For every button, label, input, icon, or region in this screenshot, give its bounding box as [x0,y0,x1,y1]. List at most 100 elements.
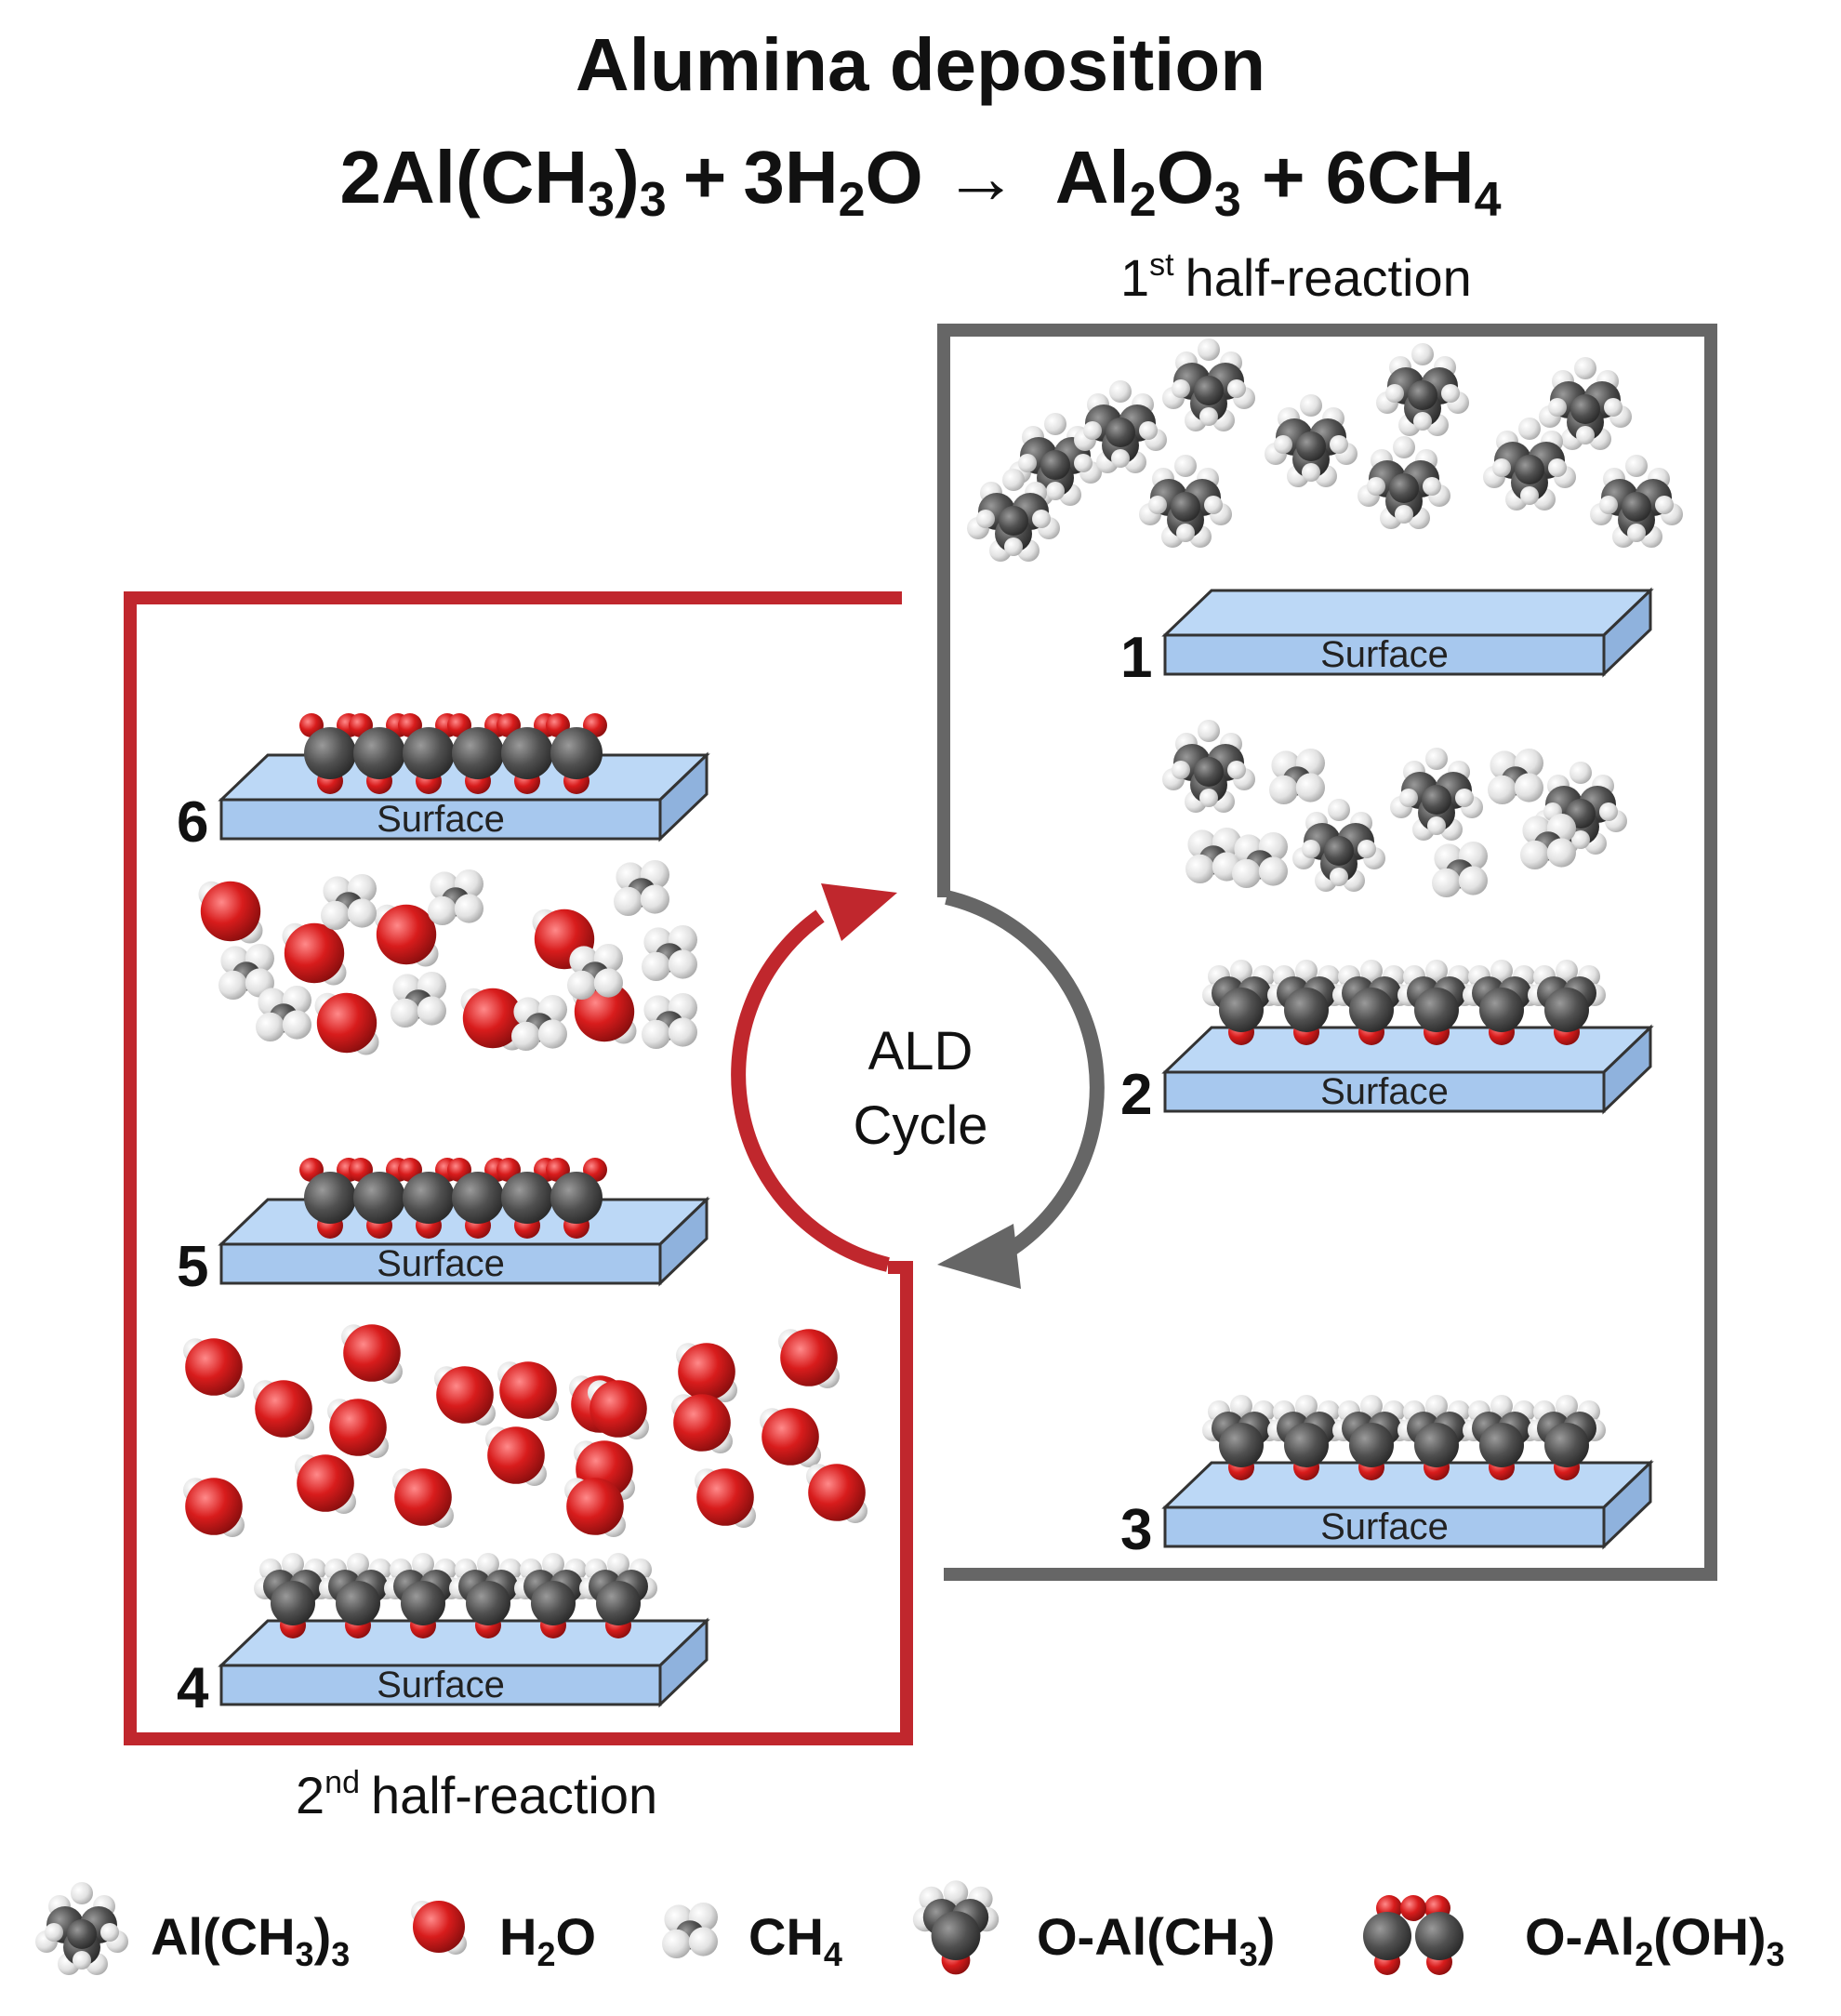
tma-molecule-icon [1162,338,1255,431]
surface-3: Surface [1161,1459,1654,1550]
methane-molecule-icon [256,986,311,1041]
surface-label: Surface [1320,634,1449,675]
cycle-arrowhead-gray [937,1224,1021,1289]
tma-molecule-icon [967,469,1060,562]
tma-molecule-icon [1358,436,1450,529]
step-number-3: 3 [1120,1498,1152,1562]
water-molecule-icon [282,922,347,986]
cycle-arrowhead-red [821,883,897,941]
methane-molecule-icon [511,995,567,1051]
water-molecule-icon [183,1478,245,1537]
surface-label: Surface [377,1243,505,1284]
methane-molecule-icon [614,860,669,916]
legend-icons [35,1880,1464,1975]
water-molecule-icon [314,992,379,1055]
methane-molecule-icon [567,944,623,1000]
surface-label: Surface [377,1665,505,1705]
o-al-ch3-icon [579,1553,657,1638]
step-number-1: 1 [1120,626,1152,690]
tma-molecule-icon [1265,394,1358,487]
diagram-title: Alumina deposition [576,23,1265,106]
o-al-ch3-icon [1463,1395,1541,1480]
tma-molecule-icon [1376,343,1469,436]
water-molecule-icon [671,1394,733,1453]
tma-molecule-icon [1162,720,1255,813]
water-molecule-icon [411,1901,467,1955]
cycle-label-line2: Cycle [853,1095,987,1156]
cycle-label-line1: ALD [868,1021,973,1081]
molecule-layer [183,338,1683,1638]
o-al2-oh3-icon [1363,1895,1464,1975]
methane-molecule-icon [642,993,697,1049]
methane-molecule-icon [642,925,697,981]
methane-molecule-icon [1269,749,1325,804]
step-number-6: 6 [177,790,208,855]
water-molecule-icon [392,1468,454,1528]
legend-label-water: H2O [499,1907,596,1973]
water-molecule-icon [806,1464,868,1523]
methane-molecule-icon [428,869,483,925]
step-number-5: 5 [177,1235,208,1299]
o-al2-oh3-unit [299,1158,361,1239]
tma-molecule-icon [1390,748,1483,841]
step-number-2: 2 [1120,1063,1152,1127]
water-molecule-icon [295,1454,356,1514]
cycle-arrow-red [731,909,890,1272]
water-molecule-icon [198,881,263,944]
cycle-arrow-gray [945,890,1105,1255]
tma-molecule-icon [1483,418,1576,511]
water-molecule-icon [564,1478,626,1537]
o-al-ch3-icon [1528,1395,1606,1480]
o-al-ch3-icon [1463,960,1541,1045]
o-al-ch3-icon [1202,1395,1280,1480]
o-al-ch3-icon [1332,960,1411,1045]
o-al-ch3-icon [1397,960,1476,1045]
water-molecule-icon [760,1408,821,1467]
methane-molecule-icon [662,1903,718,1958]
water-molecule-icon [497,1361,559,1421]
methane-molecule-icon [391,972,446,1028]
water-molecule-icon [676,1343,737,1402]
tma-molecule-icon [1139,455,1232,548]
tma-molecule-icon [1009,413,1102,506]
o-al-ch3-icon [1397,1395,1476,1480]
legend-label-tma: Al(CH3)3 [151,1907,350,1973]
water-molecule-icon [695,1468,756,1528]
surface-label: Surface [1320,1071,1449,1112]
second-half-reaction-box [124,591,913,1745]
tma-molecule-icon [1539,357,1632,450]
o-al2-oh3-unit [546,1158,607,1239]
surface-4: Surface [218,1617,710,1708]
surface-1: Surface [1161,587,1654,678]
legend-label-methane: CH4 [748,1907,842,1973]
surface-label: Surface [1320,1506,1449,1547]
reaction-equation: 2Al(CH3)3+3H2O→Al2O3+6CH4 [339,136,1501,227]
water-molecule-icon [485,1426,547,1486]
tma-molecule-icon [1074,380,1167,473]
water-molecule-icon [183,1338,245,1398]
methane-molecule-icon [1185,828,1241,883]
step-number-4: 4 [177,1656,209,1720]
legend-label-o-al-ch3: O-Al(CH3) [1037,1907,1275,1973]
methane-molecule-icon [1232,832,1288,888]
o-al2-oh3-unit [546,713,607,794]
water-molecule-icon [374,904,439,967]
o-al-ch3-icon [1528,960,1606,1045]
o-al-ch3-icon [384,1553,462,1638]
legend: Al(CH3)3 H2O CH4 O-Al(CH3) O-Al2(OH)3 [35,1880,1785,1975]
surface-label: Surface [377,799,505,840]
o-al-ch3-icon [1332,1395,1411,1480]
o-al-ch3-icon [1202,960,1280,1045]
water-molecule-icon [778,1329,840,1388]
surface-2: Surface [1161,1024,1654,1115]
water-molecule-icon [327,1399,389,1458]
water-molecule-icon [341,1324,403,1384]
first-half-reaction-box [937,324,1717,1581]
o-al-ch3-icon [319,1553,397,1638]
o-al-ch3-icon [912,1880,1000,1975]
methane-molecule-icon [1520,814,1576,869]
methane-molecule-icon [1432,842,1488,897]
